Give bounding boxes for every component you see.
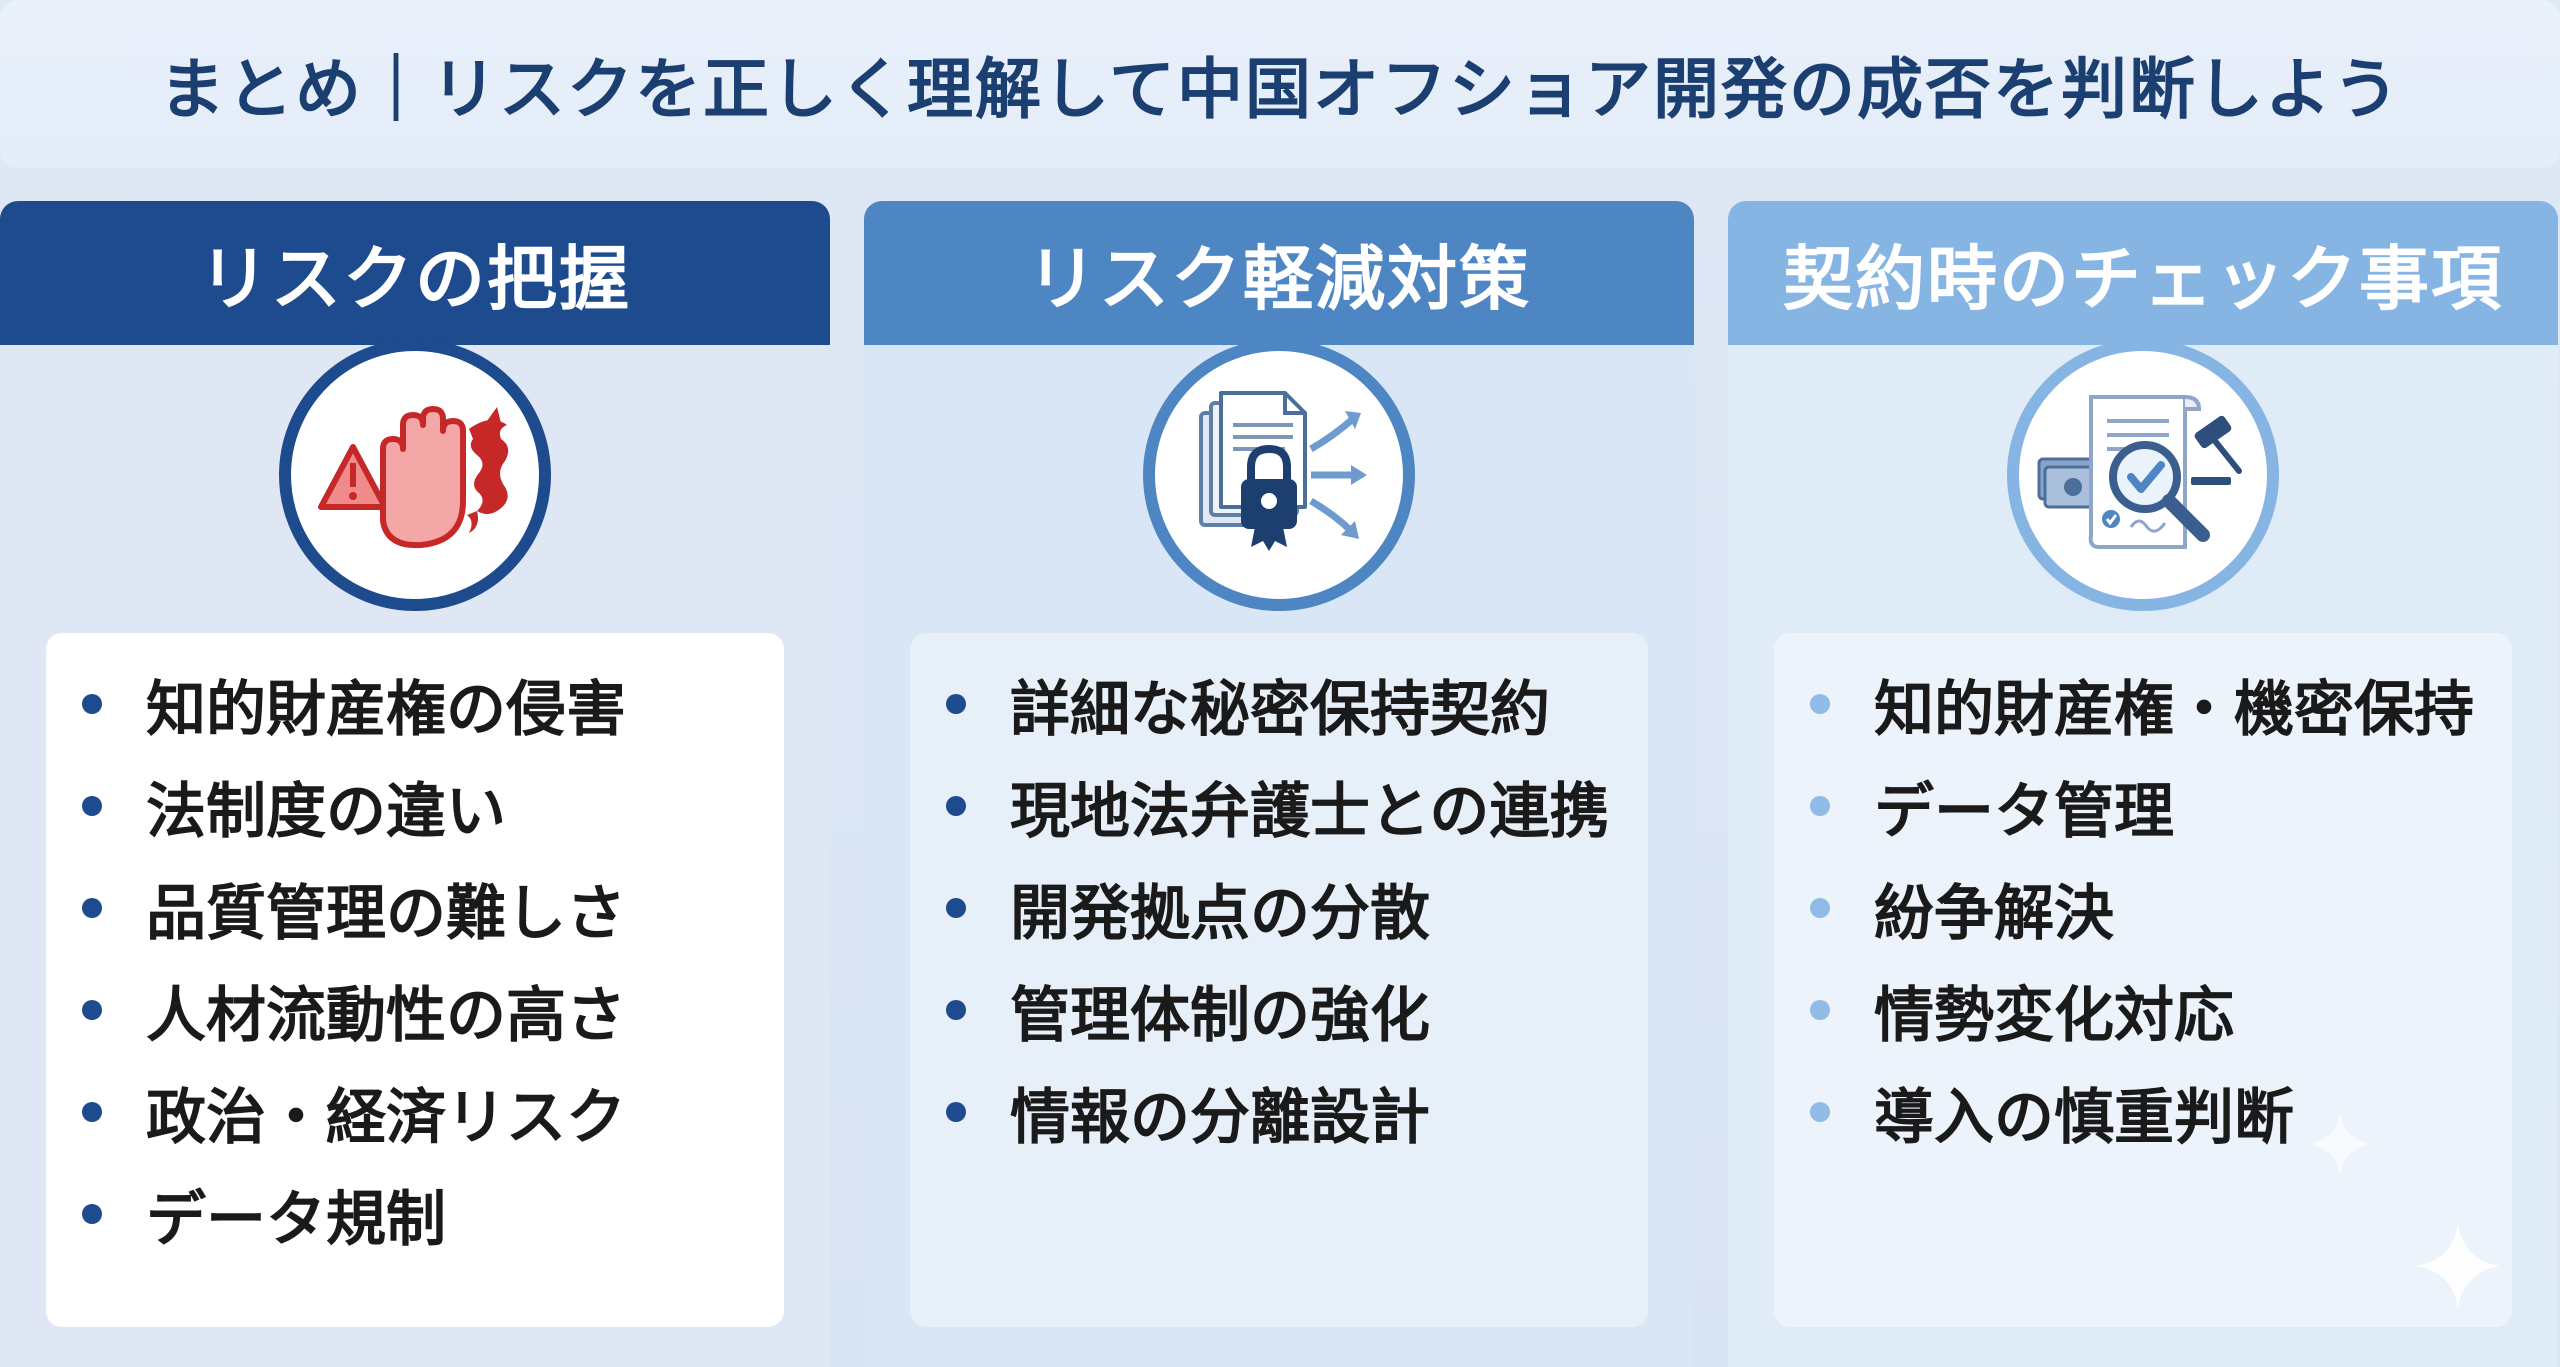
bullet-icon [82, 1000, 102, 1020]
list-item: 人材流動性の高さ [46, 959, 784, 1061]
bullet-icon [1810, 898, 1830, 918]
column-contract-checklist: 契約時のチェック事項 知的財産権・機密保持 データ管 [1728, 201, 2558, 1367]
column-heading: 契約時のチェック事項 [1728, 201, 2558, 345]
bullet-icon [1810, 796, 1830, 816]
bullet-icon [82, 796, 102, 816]
bullet-icon [1810, 1000, 1830, 1020]
bullet-icon [1810, 1102, 1830, 1122]
document-lock-arrows-icon [1143, 339, 1415, 611]
list-item: 紛争解決 [1774, 857, 2512, 959]
bullet-icon [82, 1204, 102, 1224]
list-item: 詳細な秘密保持契約 [910, 653, 1648, 755]
column-risk-mitigation: リスク軽減対策 詳細な秘密保持契約 現地法弁護士との連携 [864, 201, 1694, 1367]
list-item: 政治・経済リスク [46, 1061, 784, 1163]
stop-hand-warning-dragon-icon [279, 339, 551, 611]
list-item: 情勢変化対応 [1774, 959, 2512, 1061]
bullet-icon [82, 694, 102, 714]
sparkle-icon [2415, 1223, 2501, 1309]
column-heading: リスク軽減対策 [864, 201, 1694, 345]
list-item: 管理体制の強化 [910, 959, 1648, 1061]
list-item: 情報の分離設計 [910, 1061, 1648, 1163]
list-item: 法制度の違い [46, 755, 784, 857]
risk-list: 知的財産権の侵害 法制度の違い 品質管理の難しさ 人材流動性の高さ 政治・経済リ… [46, 633, 784, 1327]
column-risk-awareness: リスクの把握 知的財産権の侵害 法制度の違い 品質管理の難しさ 人材流動性の高さ… [0, 201, 830, 1367]
checklist-list: 知的財産権・機密保持 データ管理 紛争解決 情勢変化対応 導入の慎重判断 [1774, 633, 2512, 1327]
bullet-icon [1810, 694, 1830, 714]
page-title: まとめ｜リスクを正しく理解して中国オフショア開発の成否を判断しよう [158, 51, 2402, 128]
list-item: 導入の慎重判断 [1774, 1061, 2512, 1163]
bullet-icon [946, 1102, 966, 1122]
bullet-icon [82, 898, 102, 918]
list-item: 開発拠点の分散 [910, 857, 1648, 959]
list-item: データ規制 [46, 1163, 784, 1265]
bullet-icon [82, 1102, 102, 1122]
bullet-icon [946, 1000, 966, 1020]
list-item: 品質管理の難しさ [46, 857, 784, 959]
title-banner: まとめ｜リスクを正しく理解して中国オフショア開発の成否を判断しよう [0, 0, 2560, 168]
bullet-icon [946, 898, 966, 918]
contract-magnifier-gavel-icon [2007, 339, 2279, 611]
list-item: 現地法弁護士との連携 [910, 755, 1648, 857]
sparkle-icon [2308, 1112, 2372, 1176]
list-item: 知的財産権・機密保持 [1774, 653, 2512, 755]
column-heading: リスクの把握 [0, 201, 830, 345]
list-item: 知的財産権の侵害 [46, 653, 784, 755]
bullet-icon [946, 796, 966, 816]
mitigation-list: 詳細な秘密保持契約 現地法弁護士との連携 開発拠点の分散 管理体制の強化 情報の… [910, 633, 1648, 1327]
bullet-icon [946, 694, 966, 714]
list-item: データ管理 [1774, 755, 2512, 857]
